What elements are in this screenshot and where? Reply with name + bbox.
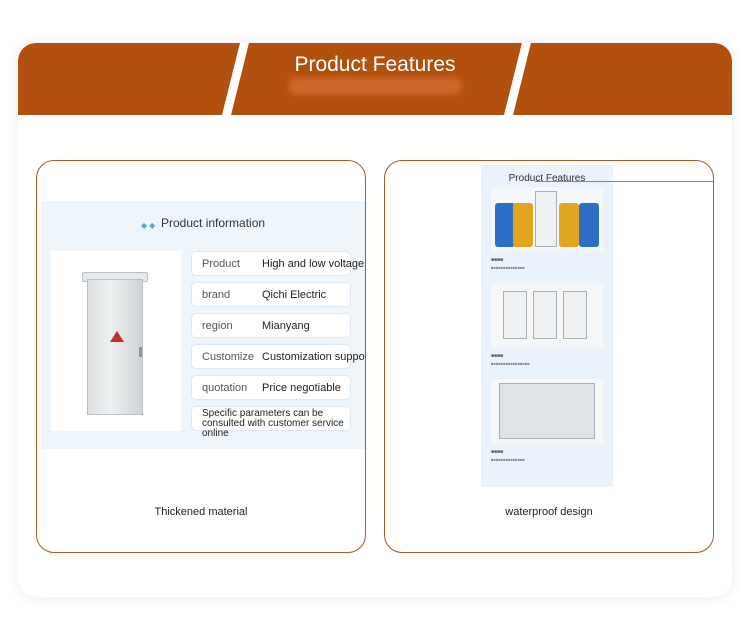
- row-key: brand: [202, 289, 231, 301]
- waterproof-card: Product Features ■■■■ ■■■■■■■■■■■■■■ ■■■…: [384, 160, 714, 553]
- row-value: Specific parameters can be consulted wit…: [202, 408, 344, 439]
- cabinet: [535, 191, 557, 247]
- feature-label-blurred: ■■■■: [491, 449, 504, 455]
- info-row-product: Product High and low voltage distributio…: [191, 251, 365, 276]
- info-row-consult: Specific parameters can be consulted wit…: [191, 406, 351, 439]
- row-value: Mianyang: [262, 320, 310, 332]
- title-dots-icon: ◆◆: [141, 221, 158, 230]
- info-row-region: region Mianyang: [191, 313, 351, 338]
- feature-sub-blurred: ■■■■■■■■■■■■■■: [491, 265, 525, 270]
- product-features-section: Product Features ◆◆ Product information …: [18, 43, 732, 597]
- row-key: Customize: [202, 351, 254, 363]
- switchgear: [499, 383, 595, 439]
- section-banner: Product Features: [18, 43, 732, 115]
- row-key: quotation: [202, 382, 248, 394]
- feature-panel: Product Features ■■■■ ■■■■■■■■■■■■■■ ■■■…: [481, 165, 613, 487]
- feature-sub-blurred: ■■■■■■■■■■■■■■■■: [491, 361, 530, 366]
- info-row-customize: Customize Customization supported: [191, 344, 365, 369]
- row-key: region: [202, 320, 233, 332]
- feature-label-blurred: ■■■■: [491, 353, 504, 359]
- barrel: [513, 203, 533, 247]
- warning-sign-icon: [110, 331, 124, 342]
- cabinet-handle: [139, 347, 142, 357]
- info-row-quotation: quotation Price negotiable: [191, 375, 351, 400]
- feature-image-cabinets: [491, 283, 603, 347]
- feature-sub-blurred: ■■■■■■■■■■■■■■: [491, 457, 525, 462]
- cabinet: [503, 291, 527, 339]
- feature-image-barrels: [491, 187, 603, 251]
- feature-panel-title: Product Features: [508, 173, 586, 184]
- cabinet: [563, 291, 587, 339]
- barrel: [495, 203, 515, 247]
- card-caption: waterproof design: [505, 506, 593, 518]
- banner-title: Product Features: [294, 53, 456, 76]
- cabinet: [533, 291, 557, 339]
- barrel: [559, 203, 579, 247]
- annotation-line: [535, 181, 713, 182]
- product-info-title: Product information: [161, 216, 266, 230]
- product-photo: [51, 251, 181, 431]
- feature-label-blurred: ■■■■: [491, 257, 504, 263]
- product-info-card: ◆◆ Product information Product High and …: [36, 160, 366, 553]
- feature-image-switchgear: [491, 379, 603, 443]
- row-key: Product: [202, 258, 240, 270]
- row-value: Price negotiable: [262, 382, 341, 394]
- product-info-panel: ◆◆ Product information Product High and …: [41, 201, 365, 449]
- barrel: [579, 203, 599, 247]
- cabinet-body: [87, 279, 143, 415]
- card-caption: Thickened material: [154, 506, 248, 518]
- banner-subtitle-blurred: [288, 77, 462, 95]
- row-value: Customization supported: [262, 351, 365, 363]
- row-value: High and low voltage distribution cabine…: [262, 258, 365, 270]
- row-value: Qichi Electric: [262, 289, 327, 301]
- info-row-brand: brand Qichi Electric: [191, 282, 351, 307]
